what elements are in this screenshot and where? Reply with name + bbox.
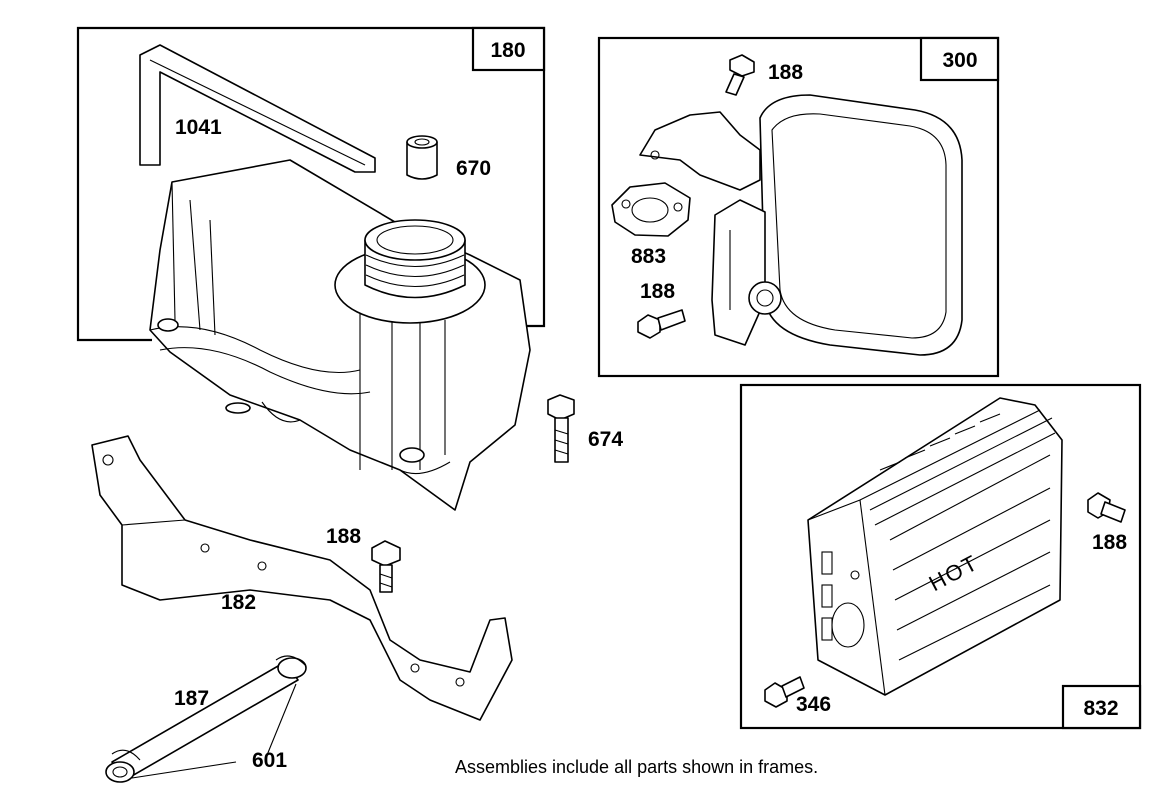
label-346: 346 [796, 693, 831, 716]
label-188-muffler: 188 [640, 280, 675, 303]
clamps-601-leaders [131, 683, 297, 779]
muffler [639, 94, 963, 356]
frame-180-label: 180 [490, 39, 525, 62]
bushing-670 [406, 135, 438, 180]
bolt-188-guard [1087, 492, 1126, 523]
label-182: 182 [221, 591, 256, 614]
frame-832-label: 832 [1083, 697, 1118, 720]
bolt-188-top [725, 54, 755, 96]
frame-180: 180 [76, 26, 546, 342]
label-187: 187 [174, 687, 209, 710]
fuel-tank [149, 159, 531, 511]
label-601: 601 [252, 749, 287, 772]
bolt-188-bracket [371, 540, 401, 593]
label-188-top: 188 [768, 61, 803, 84]
bolt-674 [547, 394, 575, 463]
label-883: 883 [631, 245, 666, 268]
gasket-883 [611, 182, 691, 237]
muffler-guard: HOT [807, 397, 1063, 696]
label-188-guard: 188 [1092, 531, 1127, 554]
frame-832: 832 [739, 383, 1142, 730]
strap-1041 [139, 44, 376, 173]
frame-300: 300 [597, 36, 1000, 378]
frame-300-label: 300 [942, 49, 977, 72]
label-1041: 1041 [175, 116, 222, 139]
bracket-182 [91, 435, 513, 721]
bolt-188-muffler [637, 309, 686, 339]
label-670: 670 [456, 157, 491, 180]
label-188-bracket: 188 [326, 525, 361, 548]
fuel-line-187 [105, 655, 307, 783]
label-674: 674 [588, 428, 623, 451]
bolt-346 [764, 676, 805, 708]
footer-note: Assemblies include all parts shown in fr… [455, 757, 818, 777]
